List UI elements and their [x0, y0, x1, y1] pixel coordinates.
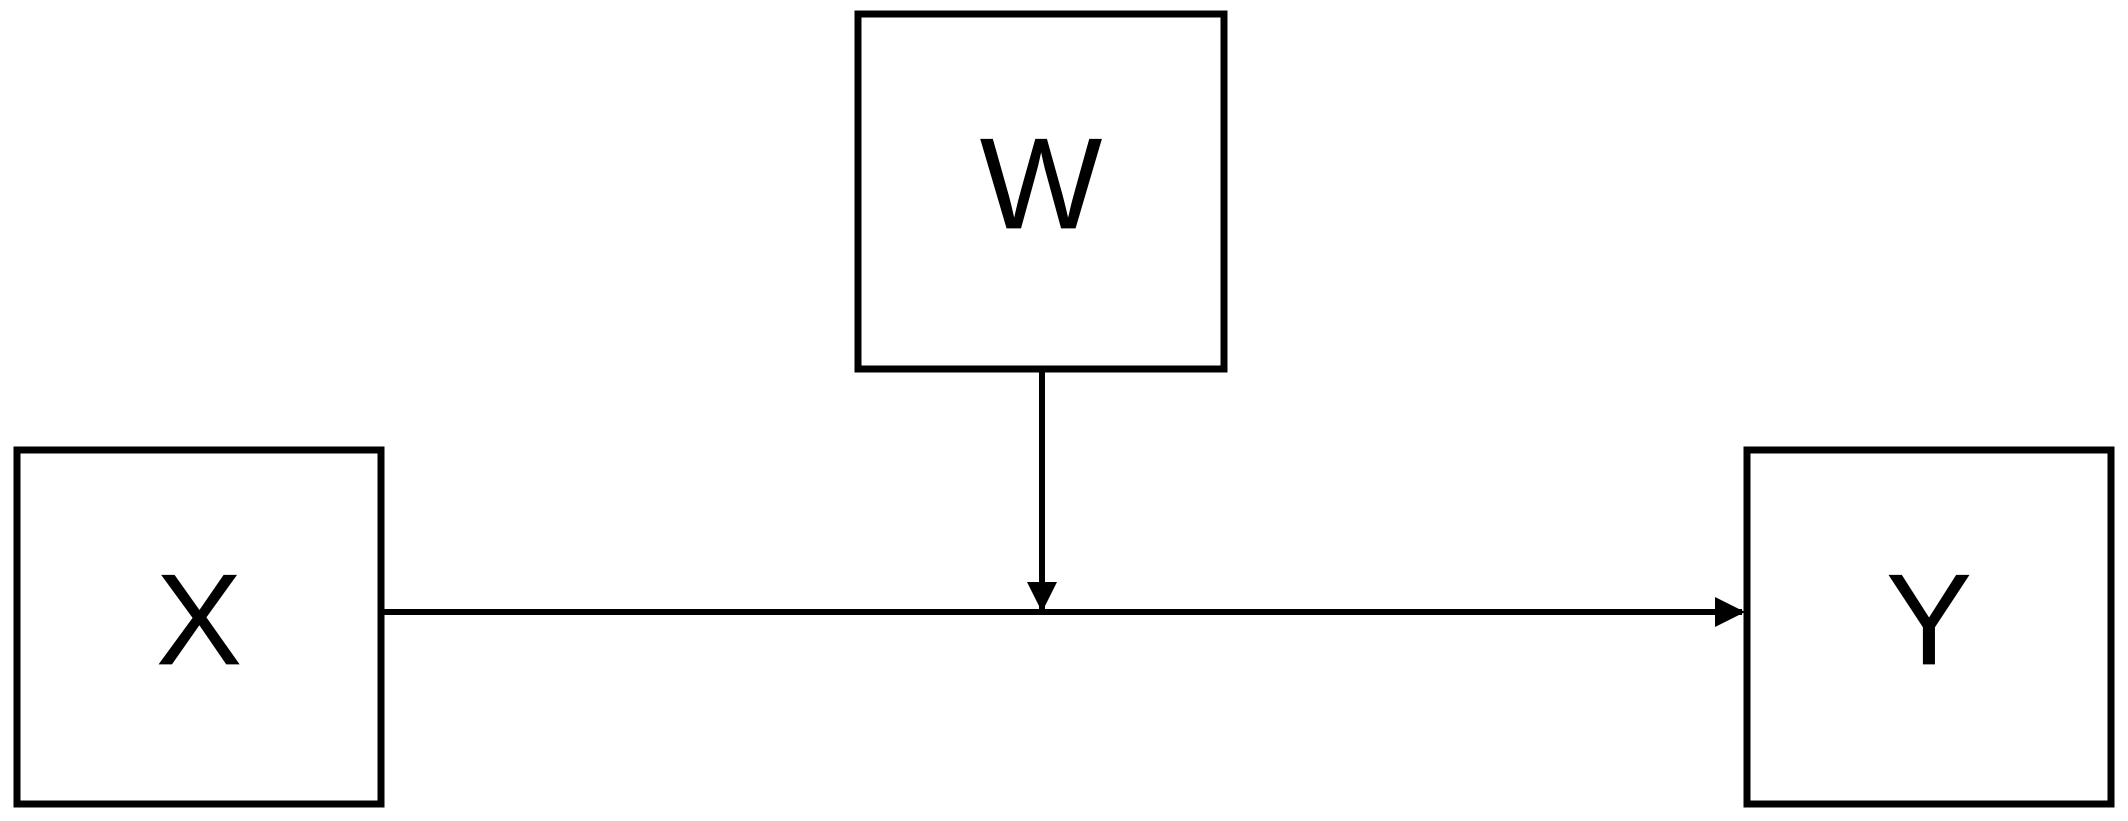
node-x-label: X	[156, 546, 243, 692]
node-w-label: W	[980, 110, 1103, 256]
node-x-box	[13, 446, 385, 808]
node-y-box	[1743, 446, 2115, 808]
node-y-label: Y	[1886, 546, 1973, 692]
node-w-box	[854, 10, 1228, 373]
node-y: Y	[1743, 446, 2115, 808]
node-x: X	[13, 446, 385, 808]
node-w: W	[854, 10, 1228, 373]
